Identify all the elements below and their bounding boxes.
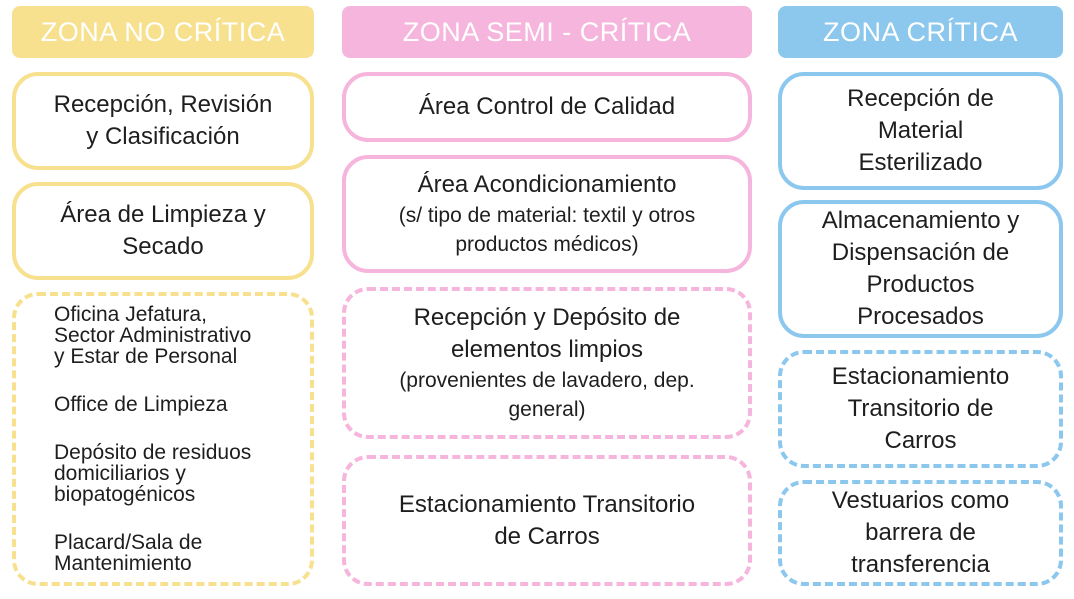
text-line: general)	[508, 398, 586, 421]
box-text: Área de Limpieza y Secado	[60, 199, 265, 263]
zone-header-semi-critica: ZONA SEMI - CRÍTICA	[342, 6, 752, 58]
text-line: Almacenamiento y	[821, 207, 1020, 234]
text-line: (provenientes de lavadero, dep.	[399, 369, 695, 392]
box-subtext: (provenientes de lavadero, dep. general)	[399, 366, 694, 424]
zone-header-critica: ZONA CRÍTICA	[778, 6, 1063, 58]
text-line: y Clasificación	[86, 123, 240, 150]
box-text: Estacionamiento Transitorio de Carros	[399, 489, 695, 553]
text-line: Material	[877, 117, 964, 144]
text-line: domiciliarios y	[54, 462, 186, 485]
box-text: Recepción de Material Esterilizado	[847, 83, 994, 179]
text-line: productos médicos)	[455, 233, 639, 256]
box-text: Área Acondicionamiento	[418, 169, 677, 201]
text-line: Recepción de	[847, 85, 994, 112]
box-limpieza-secado: Área de Limpieza y Secado	[12, 182, 314, 280]
text-line: Carros	[884, 427, 957, 454]
text-line: Área Control de Calidad	[418, 93, 676, 120]
box-text: Recepción, Revisión y Clasificación	[54, 89, 273, 153]
box-subtext: (s/ tipo de material: textil y otros pro…	[399, 201, 695, 259]
text-line: Estacionamiento Transitorio	[398, 490, 696, 518]
text-line: de Carros	[494, 522, 600, 550]
text-line: Recepción y Depósito de	[413, 304, 681, 331]
zone-header-no-critica: ZONA NO CRÍTICA	[12, 6, 314, 58]
text-line: Oficina Jefatura,	[54, 303, 207, 326]
text-line: Secado	[122, 233, 204, 260]
text-line: Depósito de residuos	[54, 441, 252, 464]
text-line: Mantenimiento	[54, 552, 192, 575]
box-almacenamiento: Almacenamiento y Dispensación de Product…	[778, 200, 1063, 338]
text-line: Transitorio de	[847, 395, 994, 422]
text-line: Placard/Sala de	[54, 531, 203, 554]
box-recepcion-esterilizado: Recepción de Material Esterilizado	[778, 72, 1063, 190]
text-line: Esterilizado	[858, 149, 983, 176]
text-line: Vestuarios como	[831, 487, 1010, 514]
text-line: y Estar de Personal	[54, 345, 238, 368]
box-estacionamiento-critica: Estacionamiento Transitorio de Carros	[778, 350, 1063, 468]
list-item-oficina: Oficina Jefatura, Sector Administrativo …	[54, 304, 251, 367]
box-acondicionamiento: Área Acondicionamiento (s/ tipo de mater…	[342, 155, 752, 273]
text-line: Procesados	[857, 303, 984, 330]
text-line: transferencia	[851, 551, 990, 578]
box-areas-apoyo: Oficina Jefatura, Sector Administrativo …	[12, 292, 314, 586]
text-line: Estacionamiento	[831, 363, 1010, 390]
box-vestuarios: Vestuarios como barrera de transferencia	[778, 480, 1063, 586]
box-text: Almacenamiento y Dispensación de Product…	[822, 205, 1019, 333]
box-text: Recepción y Depósito de elementos limpio…	[414, 302, 681, 366]
text-line: Dispensación de	[831, 239, 1010, 266]
box-estacionamiento-semi: Estacionamiento Transitorio de Carros	[342, 455, 752, 586]
text-line: Área Acondicionamiento	[417, 171, 677, 198]
text-line: Recepción, Revisión	[53, 91, 273, 118]
box-recepcion-revision: Recepción, Revisión y Clasificación	[12, 72, 314, 170]
text-line: barrera de	[865, 519, 976, 546]
text-line: Productos	[866, 271, 975, 298]
text-line: Office de Limpieza	[54, 393, 228, 416]
box-text: Estacionamiento Transitorio de Carros	[832, 361, 1009, 457]
box-text: Área Control de Calidad	[419, 91, 675, 123]
text-line: (s/ tipo de material: textil y otros	[398, 204, 696, 227]
text-line: Área de Limpieza y	[60, 201, 266, 228]
text-line: Sector Administrativo	[54, 324, 252, 347]
text-line: biopatogénicos	[54, 483, 196, 506]
box-deposito-limpios: Recepción y Depósito de elementos limpio…	[342, 287, 752, 439]
list-item-office: Office de Limpieza	[54, 394, 228, 415]
list-item-placard: Placard/Sala de Mantenimiento	[54, 532, 202, 574]
box-control-calidad: Área Control de Calidad	[342, 72, 752, 142]
box-text: Vestuarios como barrera de transferencia	[832, 485, 1009, 581]
list-item-deposito-residuos: Depósito de residuos domiciliarios y bio…	[54, 442, 251, 505]
text-line: elementos limpios	[450, 336, 644, 363]
